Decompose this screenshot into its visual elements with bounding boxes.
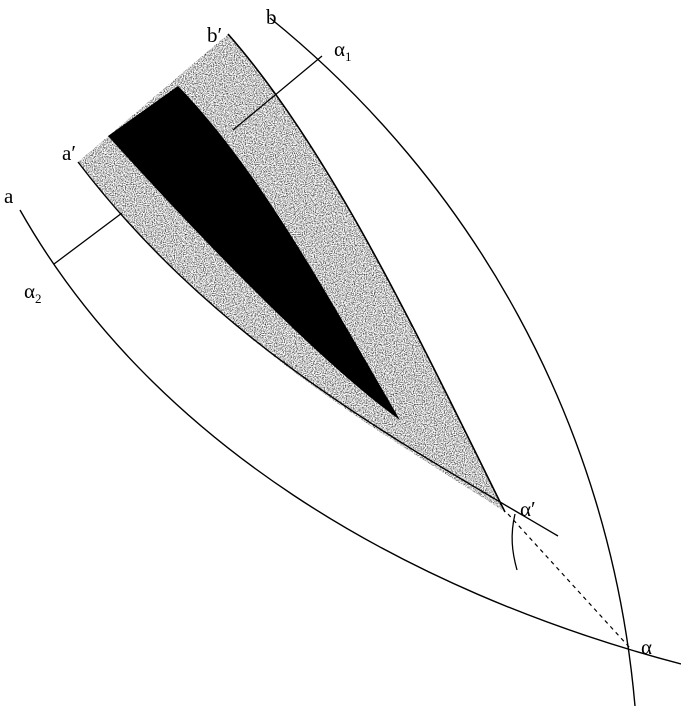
alpha-prime-tail [511,513,518,571]
outer-curve-a [19,209,681,665]
label-alpha-2: α2 [24,279,42,306]
label-alpha-1-sub: 1 [345,49,352,64]
label-alpha-prime: α′ [520,497,536,521]
label-b-prime: b′ [207,23,222,47]
label-alpha: α [641,635,652,659]
segment-alpha-1 [232,55,323,131]
inner-curve-a-prime [77,161,559,537]
dashed-connector [507,513,631,649]
label-b: b [266,5,277,29]
label-alpha-2-symbol: α [24,279,35,303]
dark-core [108,86,400,420]
inner-curve-b-prime [227,33,506,513]
label-alpha-2-sub: 2 [35,291,42,306]
label-alpha-1-symbol: α [334,37,345,61]
label-a: a [4,184,14,208]
label-a-prime: a′ [62,141,76,165]
segment-alpha-2 [53,212,123,265]
outer-curve-b [269,17,636,707]
label-alpha-1: α1 [334,37,352,64]
